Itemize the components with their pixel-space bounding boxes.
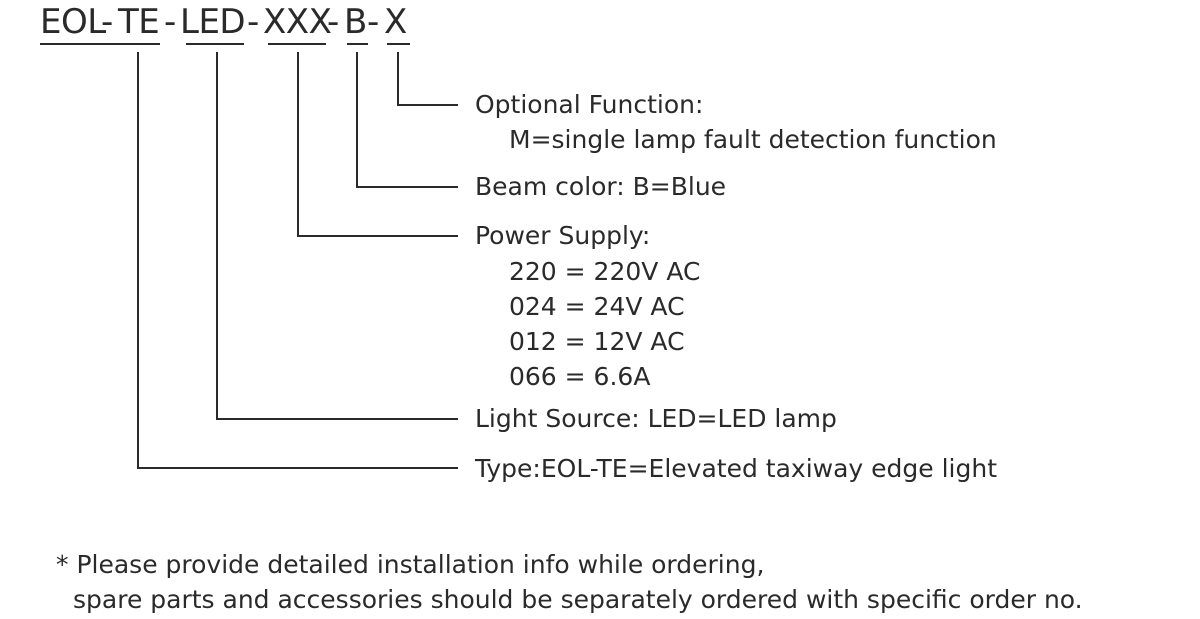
code-separator: - xyxy=(327,2,339,42)
footnote-line-1: * Please provide detailed installation i… xyxy=(56,550,765,579)
code-separator: - xyxy=(247,2,259,42)
code-segment-light-source: LED xyxy=(180,2,246,42)
beam-color-text: Beam color: B=Blue xyxy=(475,172,727,201)
code-separator: - xyxy=(367,2,379,42)
power-supply-option: 220 = 220V AC xyxy=(509,257,701,286)
code-segment-type-te: TE xyxy=(118,2,160,42)
code-separator: - xyxy=(164,2,176,42)
type-text: Type:EOL-TE=Elevated taxiway edge light xyxy=(475,454,998,483)
power-supply-option: 012 = 12V AC xyxy=(509,327,685,356)
code-segment-type-eol: EOL xyxy=(40,2,106,42)
optional-function-value: M=single lamp fault detection function xyxy=(509,125,997,154)
power-supply-option: 066 = 6.6A xyxy=(509,362,651,391)
optional-function-label: Optional Function: xyxy=(475,90,704,119)
code-segment-optional-function: X xyxy=(384,2,407,42)
power-supply-option: 024 = 24V AC xyxy=(509,292,685,321)
footnote-line-2: spare parts and accessories should be se… xyxy=(73,585,1083,614)
power-supply-label: Power Supply: xyxy=(475,221,651,250)
code-separator: - xyxy=(101,2,113,42)
light-source-text: Light Source: LED=LED lamp xyxy=(475,404,837,433)
code-segment-beam-color: B xyxy=(344,2,367,42)
code-segment-power-supply: XXX xyxy=(263,2,332,42)
